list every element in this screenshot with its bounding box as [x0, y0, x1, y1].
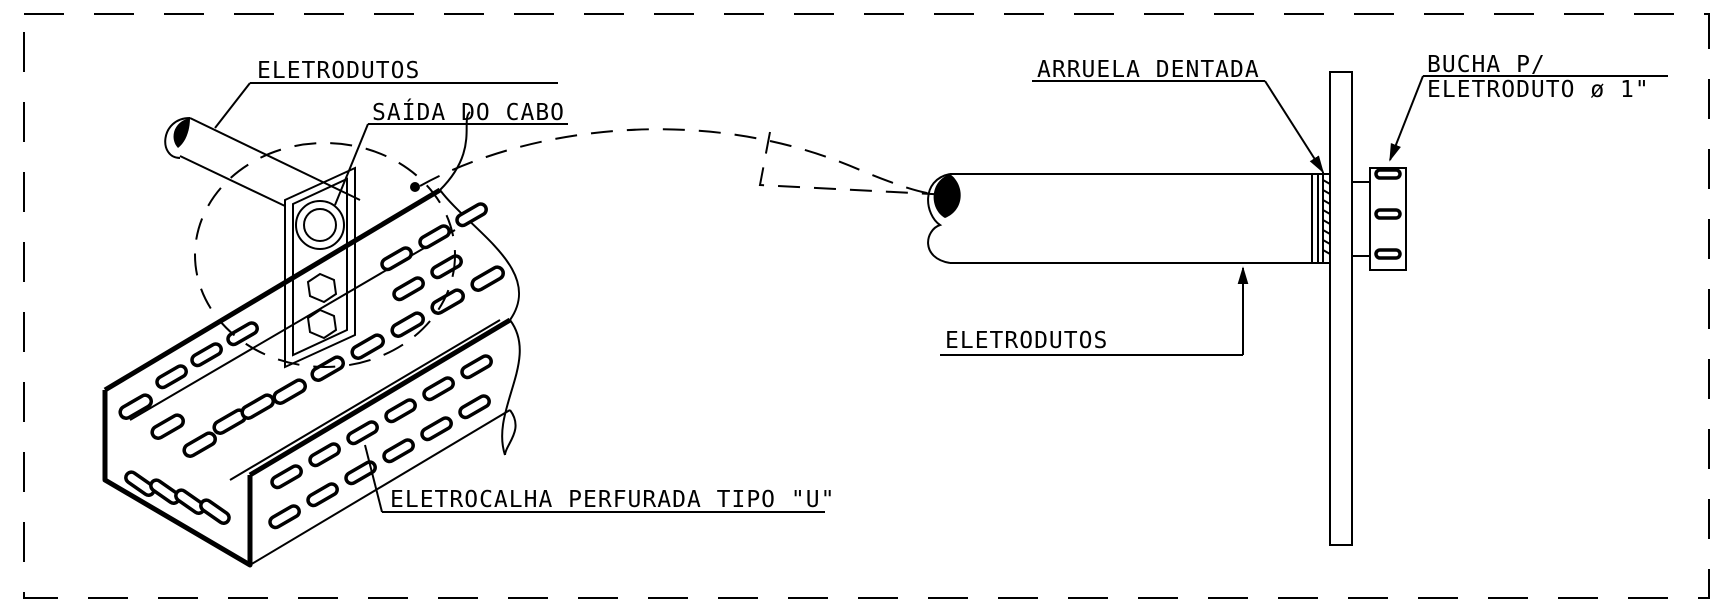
cable-tray-assembly: [102, 111, 521, 568]
detail-callout-leader: [419, 128, 951, 196]
tray-slots-front: [124, 354, 493, 530]
outlet-box: [284, 166, 356, 369]
tray-body: [102, 111, 521, 568]
wall-penetration-detail: [927, 71, 1407, 546]
label-text: ELETROCALHA PERFURADA TIPO "U": [390, 487, 835, 513]
conduit-right: [927, 173, 1330, 264]
label-saida-do-cabo: SAÍDA DO CABO: [334, 98, 568, 206]
tray-slots-middle: [118, 265, 505, 458]
label-eletrodutos-right: ELETRODUTOS: [940, 266, 1249, 356]
label-text-line1: BUCHA P/: [1427, 52, 1546, 78]
bushing: [1351, 167, 1407, 271]
drawing-border: [23, 13, 1710, 599]
toothed-washer: [1322, 172, 1331, 264]
detail-callout-break: [758, 131, 951, 196]
label-text-line2: ELETRODUTO ø 1": [1427, 77, 1650, 103]
conduit-left: [164, 117, 361, 207]
label-bucha: BUCHA P/ ELETRODUTO ø 1": [1389, 52, 1668, 162]
detail-callout-circle: [194, 142, 456, 368]
label-text: SAÍDA DO CABO: [372, 98, 565, 126]
label-eletrocalha: ELETROCALHA PERFURADA TIPO "U": [364, 444, 835, 513]
label-eletrodutos-left: ELETRODUTOS: [214, 58, 558, 129]
tray-slots-top: [155, 202, 488, 390]
callout-dot: [410, 182, 420, 192]
label-text: ELETRODUTOS: [257, 58, 420, 84]
label-text: ELETRODUTOS: [945, 328, 1108, 354]
label-arruela-dentada: ARRUELA DENTADA: [1032, 57, 1324, 174]
label-text: ARRUELA DENTADA: [1037, 57, 1260, 83]
wall-panel: [1329, 71, 1353, 546]
